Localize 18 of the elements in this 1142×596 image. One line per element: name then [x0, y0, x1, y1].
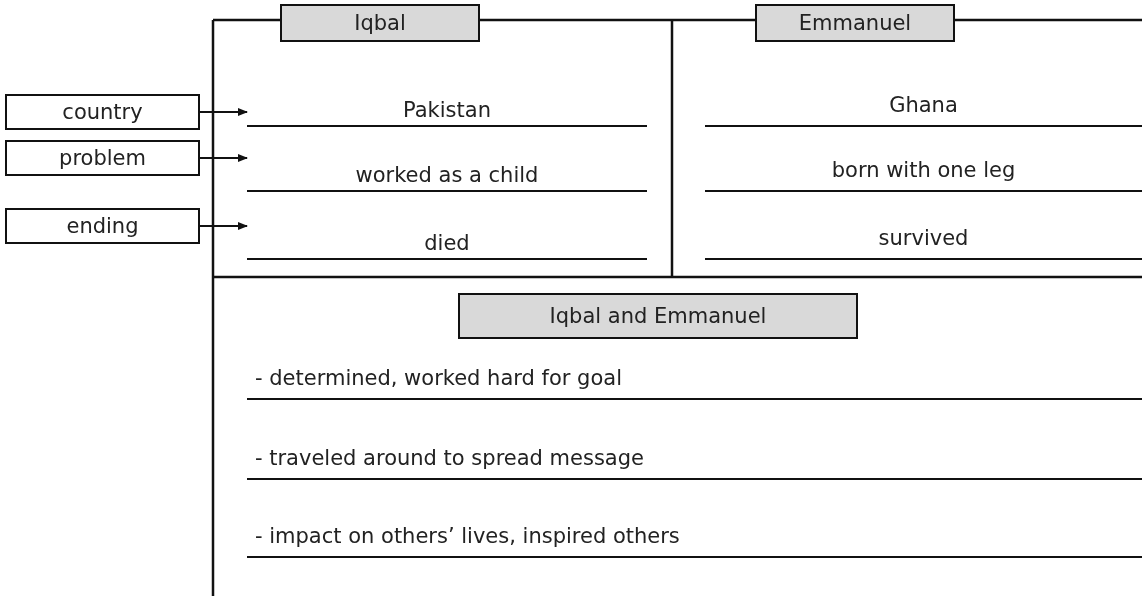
arrow — [199, 108, 248, 116]
answer-line: Ghana — [705, 87, 1142, 127]
answer-line: died — [247, 220, 647, 260]
answer-line: survived — [705, 220, 1142, 260]
header-box: Iqbal and Emmanuel — [458, 293, 858, 339]
category-box: country — [5, 94, 200, 130]
header-box: Emmanuel — [755, 4, 955, 42]
header-box: Iqbal — [280, 4, 480, 42]
category-box: problem — [5, 140, 200, 176]
answer-line: worked as a child — [247, 152, 647, 192]
answer-line: - impact on others’ lives, inspired others — [247, 518, 1142, 558]
answer-line: - determined, worked hard for goal — [247, 360, 1142, 400]
answer-line: Pakistan — [247, 87, 647, 127]
arrow — [199, 222, 248, 230]
arrow — [199, 154, 248, 162]
category-box: ending — [5, 208, 200, 244]
answer-line: born with one leg — [705, 152, 1142, 192]
answer-line: - traveled around to spread message — [247, 440, 1142, 480]
